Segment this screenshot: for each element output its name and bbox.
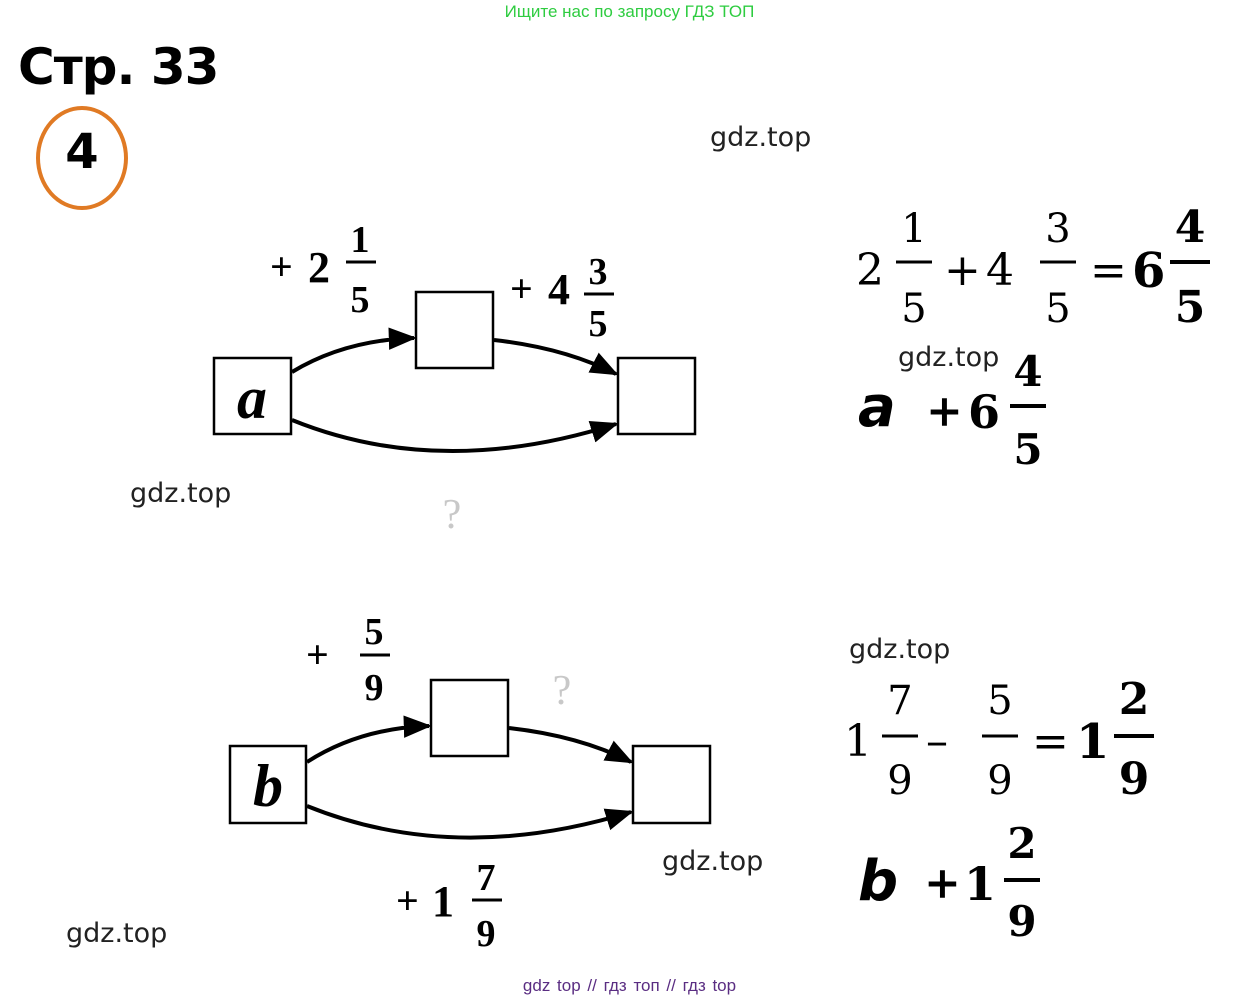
question-mark: ?	[553, 668, 572, 714]
footer-links: gdz top // гдз топ // гдз top	[522, 976, 737, 995]
denominator: 5	[589, 303, 608, 345]
numerator: 5	[365, 611, 384, 653]
end-box-b	[631, 744, 712, 825]
op-sign: +	[396, 878, 419, 923]
answer-var: b	[858, 849, 898, 914]
middle-box-a	[414, 290, 495, 370]
numerator: 1	[901, 206, 926, 252]
diagram-a: a + 2 1 5 + 4 3 5 ?	[212, 219, 697, 538]
solution-a-equation: 2 1 5 + 4 3 5 = 6 4 5	[856, 202, 1210, 333]
result-denominator: 9	[1119, 754, 1150, 805]
page-title: Стр. 33	[18, 38, 219, 96]
middle-box-b	[429, 678, 510, 758]
whole: 4	[986, 245, 1014, 296]
whole: 1	[844, 716, 872, 767]
arrow-a-step1	[290, 327, 417, 374]
whole: 4	[548, 265, 570, 314]
answer-var: a	[858, 375, 896, 440]
op-sign: +	[306, 632, 329, 677]
watermark: gdz.top	[849, 634, 951, 665]
numerator: 7	[887, 678, 912, 724]
watermark: gdz.top	[130, 478, 232, 509]
op-sign: +	[510, 266, 533, 311]
task-number-circle	[36, 106, 128, 210]
whole: 6	[968, 385, 1000, 439]
start-box-a	[212, 356, 293, 436]
numerator: 4	[1013, 347, 1042, 396]
search-banner: Ищите нас по запросу ГДЗ ТОП	[504, 2, 755, 21]
operator: +	[926, 386, 963, 437]
denominator: 9	[987, 758, 1012, 804]
question-mark: ?	[443, 492, 462, 538]
numerator: 3	[1045, 206, 1070, 252]
arrow-b-bottom	[306, 804, 634, 840]
denominator: 5	[351, 279, 370, 321]
denominator: 9	[887, 758, 912, 804]
whole: 2	[856, 245, 884, 296]
operator: +	[944, 245, 981, 296]
denominator: 9	[477, 913, 496, 955]
numerator: 1	[351, 219, 370, 261]
denominator: 5	[1013, 425, 1042, 474]
watermark: gdz.top	[898, 342, 1000, 373]
denominator: 5	[901, 286, 926, 332]
answer-b: b + 1 2 9	[858, 819, 1040, 946]
numerator: 3	[589, 251, 608, 293]
start-box-b	[228, 744, 308, 825]
arrow-b-step1	[305, 715, 432, 764]
operator: –	[926, 716, 948, 767]
equals: =	[1090, 245, 1127, 296]
op-sign: +	[270, 244, 293, 289]
numerator: 2	[1007, 819, 1036, 868]
diagram-b: b + 5 9 ? + 1 7 9	[228, 611, 712, 955]
answer-a: a + 6 4 5	[858, 347, 1046, 474]
denominator: 9	[365, 667, 384, 709]
numerator: 7	[477, 857, 496, 899]
task-number: 4	[65, 124, 99, 180]
start-var-b: b	[253, 753, 283, 819]
result-numerator: 4	[1175, 202, 1206, 253]
watermark: gdz.top	[662, 846, 764, 877]
arrow-a-step2	[493, 338, 619, 376]
whole: 2	[308, 243, 330, 292]
end-box-a	[616, 356, 697, 436]
arrow-b-step2	[508, 726, 634, 764]
equals: =	[1032, 716, 1069, 767]
watermark: gdz.top	[66, 918, 168, 949]
whole: 1	[432, 877, 454, 926]
denominator: 5	[1045, 286, 1070, 332]
result-denominator: 5	[1175, 282, 1206, 333]
solution-b-equation: 1 7 9 – 5 9 = 1 2 9	[844, 674, 1154, 805]
operator: +	[924, 858, 961, 909]
result-numerator: 2	[1119, 674, 1150, 725]
start-var-a: a	[237, 365, 267, 431]
whole: 1	[964, 857, 996, 911]
denominator: 9	[1007, 897, 1036, 946]
numerator: 5	[987, 678, 1012, 724]
result-whole: 6	[1132, 243, 1165, 299]
watermark: gdz.top	[710, 122, 812, 153]
result-whole: 1	[1076, 714, 1109, 770]
arrow-a-bottom	[291, 418, 619, 454]
